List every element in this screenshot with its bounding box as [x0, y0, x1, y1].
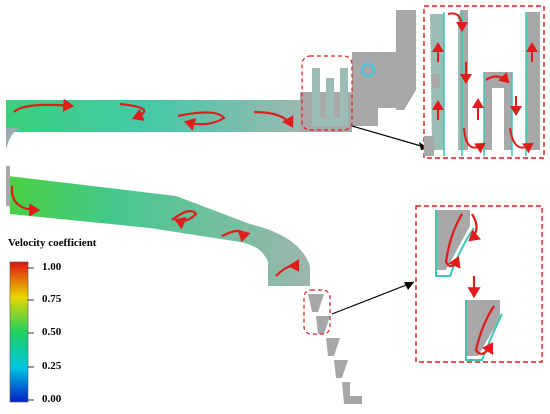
bottom-inset-flow-lower: [465, 300, 503, 361]
bottom-channel-body: [8, 176, 310, 286]
legend-tick-label-1: 1.00: [42, 261, 62, 273]
top-channel-arrows: [13, 98, 294, 131]
legend-tick-marks: [28, 267, 34, 401]
legend-tick-label-4: 0.25: [42, 360, 62, 372]
legend-tick-label-2: 0.75: [42, 293, 62, 305]
bottom-channel: [6, 166, 362, 404]
top-inset-pad-right: [528, 74, 536, 88]
legend-colorbar: [9, 261, 29, 403]
bottom-leader-line: [331, 281, 415, 315]
top-seal-teeth: [312, 68, 348, 126]
legend-tick-label-3: 0.50: [42, 326, 62, 338]
top-small-callout: [301, 55, 353, 131]
legend-tick-label-5: 0.00: [42, 393, 62, 405]
bottom-arrow-2: [171, 210, 198, 230]
bottom-channel-inlet-lip: [6, 166, 10, 206]
bottom-step-2: [316, 316, 330, 334]
top-right-port: [361, 63, 375, 77]
top-channel-body: [6, 100, 300, 132]
top-inset-arrow-curl-3: [463, 127, 486, 154]
legend-title: Velocity coefficient: [8, 237, 97, 249]
top-right-housing: [352, 52, 396, 126]
top-channel-inlet-lip: [6, 100, 20, 150]
top-inset-base-left: [424, 136, 434, 156]
top-channel: [6, 10, 416, 150]
bottom-zoom-inset: [415, 205, 543, 363]
top-inset-arrow-curl-4: [509, 127, 534, 154]
top-inset-arrow-curl-1: [447, 12, 468, 32]
top-inset-block-mid: [484, 72, 512, 150]
top-leader-line: [351, 125, 429, 149]
top-arrow-2: [119, 102, 146, 121]
bottom-inset-step-upper: [436, 210, 470, 270]
top-arrow-4: [253, 110, 294, 128]
bottom-inset-arrow-upper-right: [468, 213, 481, 242]
bottom-leader-arrowhead: [404, 282, 414, 290]
bottom-step-4: [334, 360, 348, 378]
bottom-step-3: [326, 338, 340, 356]
bottom-step-5: [342, 382, 362, 404]
top-arrow-1: [13, 98, 75, 113]
bottom-arrow-4: [275, 259, 300, 277]
top-inset-arrow-curl-2: [485, 72, 510, 84]
top-right-stem: [396, 10, 416, 110]
bottom-channel-arrows: [10, 185, 300, 277]
bottom-arrow-3: [221, 229, 251, 243]
top-inset-pad-left: [432, 74, 440, 88]
bottom-inset-arrow-lower-curl: [474, 305, 495, 355]
top-arrow-3: [177, 111, 226, 131]
bottom-arrow-1: [10, 185, 41, 217]
bottom-step-1: [308, 294, 324, 312]
top-zoom-inset: [423, 5, 545, 159]
bottom-inset-arrow-upper-curl: [444, 213, 463, 269]
bottom-small-callout: [303, 289, 331, 335]
